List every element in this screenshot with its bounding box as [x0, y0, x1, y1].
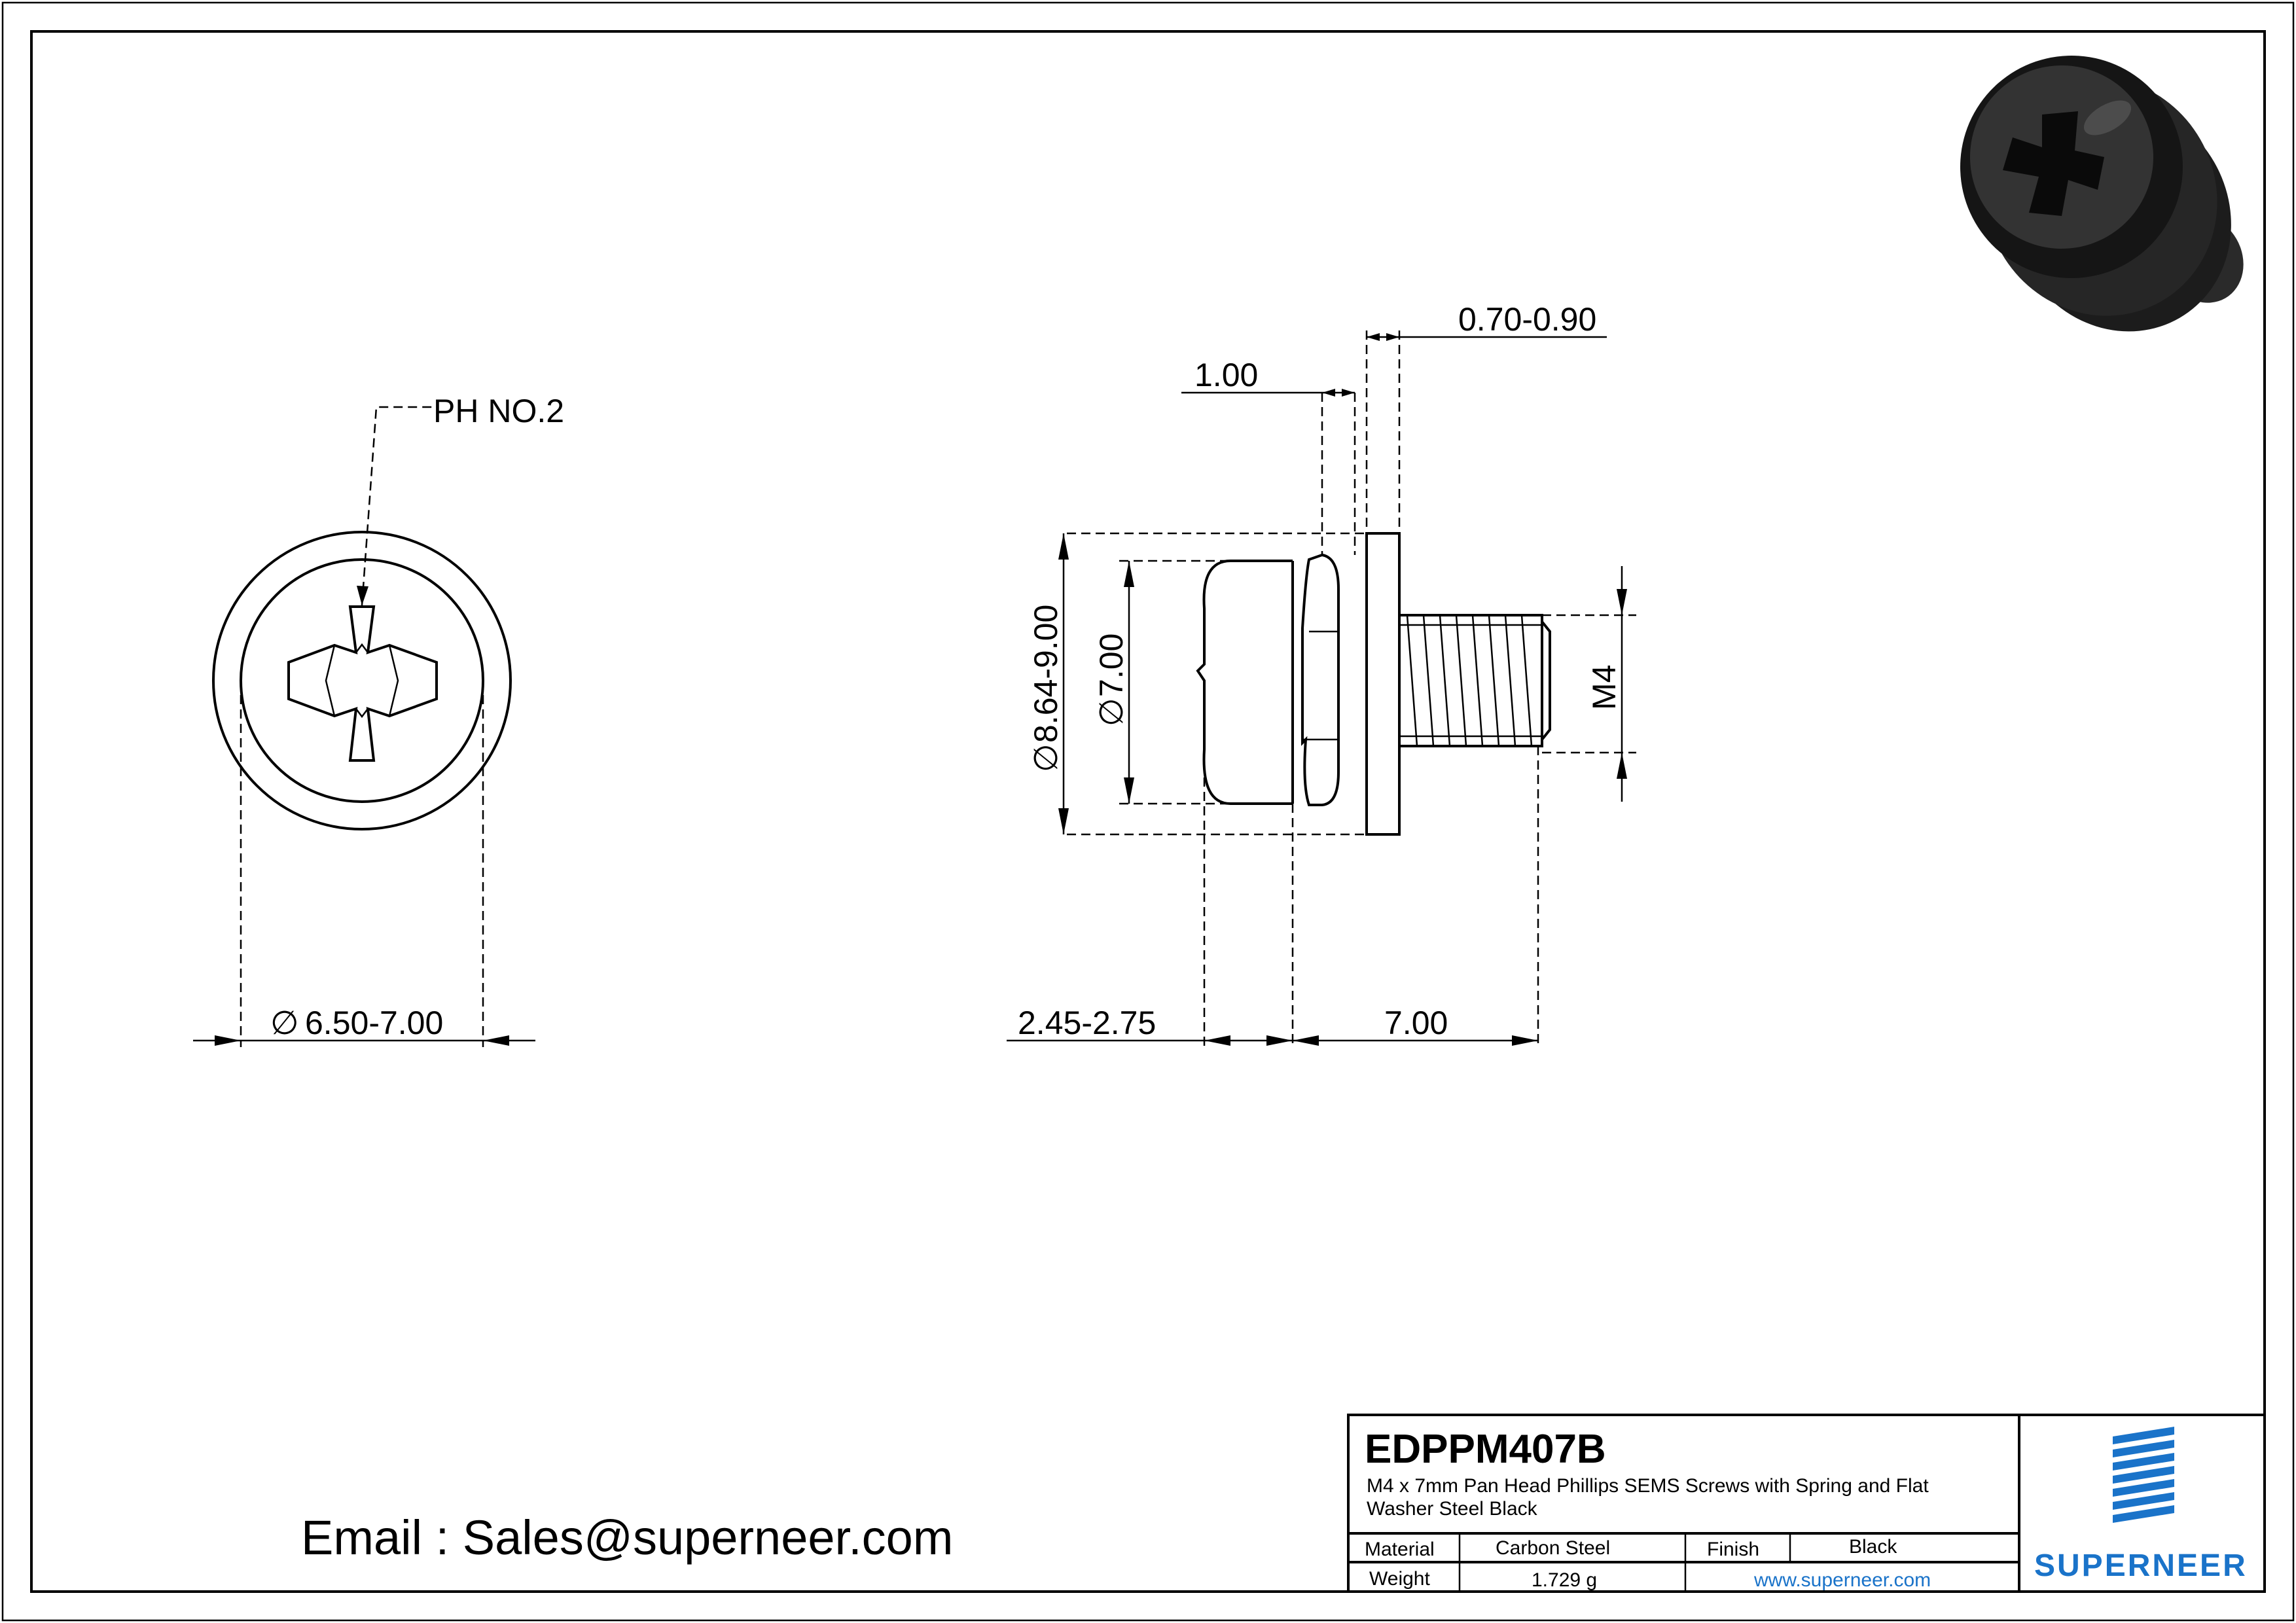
thread: [1398, 614, 1551, 747]
pan-head: [1196, 560, 1293, 805]
diameter-symbol: ∅: [1093, 698, 1130, 726]
email-text: Email : Sales@superneer.com: [301, 1510, 953, 1565]
dim-length: 7.00: [1384, 1005, 1448, 1041]
material-label: Material: [1365, 1539, 1435, 1560]
dim-thread: M4: [1586, 665, 1623, 710]
part-number: EDPPM407B: [1365, 1427, 1606, 1472]
dim-washer-diameter: 8.64-9.00: [1028, 605, 1064, 743]
inner-frame: [30, 30, 2266, 1593]
screw-3d-render: [1960, 55, 2244, 332]
description-line-2: Washer Steel Black: [1367, 1498, 1538, 1520]
brand-name: SUPERNEER: [2034, 1548, 2248, 1583]
dim-head-height: 2.45-2.75: [1018, 1005, 1156, 1041]
drive-callout: PH NO.2: [433, 393, 564, 429]
material-value: Carbon Steel: [1496, 1537, 1610, 1559]
website-link[interactable]: www.superneer.com: [1753, 1569, 1931, 1591]
dim-flat-thickness: 0.70-0.90: [1458, 301, 1596, 338]
dim-head-diameter: 6.50-7.00: [305, 1005, 443, 1041]
diameter-symbol: ∅: [1028, 743, 1064, 772]
title-block: EDPPM407B M4 x 7mm Pan Head Phillips SEM…: [1347, 1414, 2266, 1593]
dim-head-dia-side: 7.00: [1093, 633, 1130, 697]
diameter-symbol: ∅: [270, 1005, 299, 1041]
superneer-logo-icon: [2113, 1427, 2174, 1523]
spring-washer: [1301, 553, 1340, 806]
weight-value: 1.729 g: [1532, 1569, 1597, 1591]
top-view: PH NO.2 ∅ 6.50-7.00: [193, 393, 564, 1047]
finish-label: Finish: [1707, 1539, 1759, 1560]
finish-value: Black: [1849, 1536, 1897, 1558]
phillips-recess: [287, 605, 438, 762]
dim-spring-thickness: 1.00: [1194, 357, 1258, 393]
description-line-1: M4 x 7mm Pan Head Phillips SEMS Screws w…: [1367, 1475, 1929, 1497]
side-view: ∅ 8.64-9.00 ∅ 7.00 M4 1.00 0.70-0.90 2.4…: [1007, 301, 1636, 1047]
weight-label: Weight: [1369, 1568, 1430, 1590]
flat-washer: [1365, 532, 1401, 836]
